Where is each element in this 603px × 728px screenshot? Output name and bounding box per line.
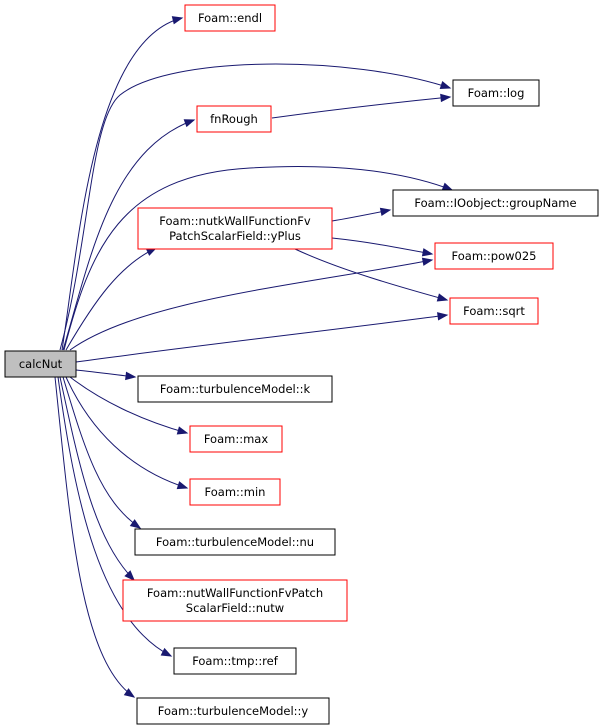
node-label: Foam::max bbox=[204, 432, 268, 446]
edge-root-to-y bbox=[54, 376, 135, 698]
node-box bbox=[137, 207, 333, 250]
node-yPlus[interactable]: Foam::nutkWallFunctionFvPatchScalarField… bbox=[137, 207, 333, 250]
edge-arrowhead bbox=[437, 312, 449, 321]
edge-root-to-fnRough bbox=[62, 119, 195, 351]
node-label: PatchScalarField::yPlus bbox=[169, 229, 301, 243]
node-min[interactable]: Foam::min bbox=[189, 478, 281, 506]
node-nu[interactable]: Foam::turbulenceModel::nu bbox=[134, 528, 336, 556]
node-label: Foam::tmp::ref bbox=[192, 654, 279, 668]
node-label: Foam::turbulenceModel::k bbox=[160, 382, 311, 396]
edge-arrowhead bbox=[421, 257, 434, 266]
edge-root-to-yPlus bbox=[65, 247, 157, 351]
edge-arrowhead bbox=[176, 481, 189, 490]
node-box bbox=[122, 579, 348, 622]
edge-arrowhead bbox=[436, 293, 449, 302]
edge-arrowhead bbox=[124, 570, 135, 581]
edge-arrowhead bbox=[123, 688, 136, 698]
node-endl[interactable]: Foam::endl bbox=[184, 4, 276, 32]
node-label: Foam::sqrt bbox=[463, 304, 525, 318]
edge-root-to-max bbox=[69, 376, 188, 434]
edge-root-to-endl bbox=[61, 17, 183, 351]
node-box bbox=[134, 528, 336, 556]
node-box bbox=[449, 297, 539, 325]
edge-yPlus-to-sqrt bbox=[294, 248, 448, 301]
node-label: fnRough bbox=[210, 112, 258, 126]
node-max[interactable]: Foam::max bbox=[189, 425, 283, 453]
edge-root-to-sqrt bbox=[75, 314, 448, 363]
node-sqrt[interactable]: Foam::sqrt bbox=[449, 297, 539, 325]
edge-arrowhead bbox=[176, 426, 189, 435]
node-label: Foam::pow025 bbox=[452, 249, 537, 263]
edge-root-to-min bbox=[65, 376, 188, 489]
node-label: Foam::min bbox=[205, 485, 266, 499]
edge-root-to-nu bbox=[62, 376, 141, 529]
edge-arrowhead bbox=[440, 93, 452, 103]
node-box bbox=[136, 697, 330, 725]
edge-arrowhead bbox=[125, 371, 137, 381]
node-groupName[interactable]: Foam::IOobject::groupName bbox=[392, 189, 599, 217]
node-ref[interactable]: Foam::tmp::ref bbox=[173, 647, 297, 675]
edge-arrowhead bbox=[439, 81, 452, 90]
node-label: Foam::turbulenceModel::nu bbox=[156, 535, 314, 549]
node-label: Foam::log bbox=[468, 86, 525, 100]
node-log[interactable]: Foam::log bbox=[452, 79, 540, 107]
node-box bbox=[196, 105, 272, 133]
node-fnRough[interactable]: fnRough bbox=[196, 105, 272, 133]
node-label: Foam::IOobject::groupName bbox=[414, 196, 576, 210]
edge-root-to-groupName bbox=[63, 165, 453, 351]
node-box bbox=[189, 425, 283, 453]
edge-arrowhead bbox=[129, 519, 142, 529]
node-label: Foam::turbulenceModel::y bbox=[158, 704, 309, 718]
edge-arrowhead bbox=[421, 248, 434, 257]
node-box bbox=[137, 375, 333, 403]
node-box bbox=[434, 242, 554, 270]
node-label: Foam::nutWallFunctionFvPatch bbox=[147, 586, 323, 600]
node-root[interactable]: calcNut bbox=[4, 350, 77, 378]
node-label: Foam::nutkWallFunctionFv bbox=[159, 214, 311, 228]
edge-root-to-pow025 bbox=[69, 259, 433, 351]
edge-arrowhead bbox=[171, 16, 184, 25]
edge-arrowhead bbox=[160, 647, 173, 657]
call-graph-nodes: calcNut Foam::endlFoam::logfnRoughFoam::I… bbox=[4, 4, 599, 725]
edge-root-to-ref bbox=[57, 376, 172, 657]
node-nutw[interactable]: Foam::nutWallFunctionFvPatchScalarField:… bbox=[122, 579, 348, 622]
node-box bbox=[189, 478, 281, 506]
node-box bbox=[184, 4, 276, 32]
node-box bbox=[452, 79, 540, 107]
edge-root-to-log bbox=[59, 63, 451, 351]
node-y[interactable]: Foam::turbulenceModel::y bbox=[136, 697, 330, 725]
edge-arrowhead bbox=[441, 182, 454, 191]
edge-yPlus-to-pow025 bbox=[331, 237, 433, 255]
node-box bbox=[392, 189, 599, 217]
node-pow025[interactable]: Foam::pow025 bbox=[434, 242, 554, 270]
edge-arrowhead bbox=[183, 119, 196, 128]
edge-fnRough-to-log bbox=[271, 96, 451, 119]
node-label: Foam::endl bbox=[198, 11, 262, 25]
edge-arrowhead bbox=[379, 207, 392, 217]
node-label: calcNut bbox=[19, 357, 63, 371]
node-box bbox=[173, 647, 297, 675]
node-box bbox=[4, 350, 77, 378]
node-label: ScalarField::nutw bbox=[186, 601, 284, 615]
node-k[interactable]: Foam::turbulenceModel::k bbox=[137, 375, 333, 403]
edge-root-to-nutw bbox=[59, 376, 135, 581]
